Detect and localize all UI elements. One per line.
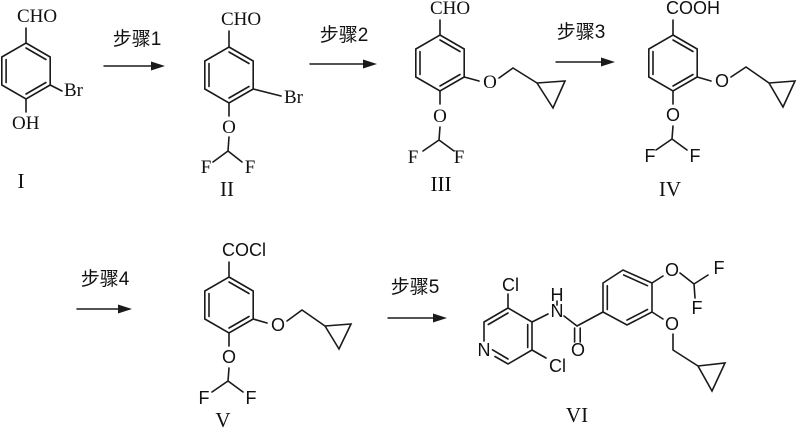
atom-label-f2: F [454,147,465,168]
atom-label-o: O [433,106,447,127]
carbonyl-double-bond [573,327,581,343]
atom-label-o: O [222,347,236,367]
atom-label-o-ether: O [665,314,679,334]
atom-label-o-ether: O [715,71,729,91]
compound-numeral-V: V [215,408,230,431]
atom-label-oh: OH [12,113,40,134]
step-3-label: 步骤3 [557,21,606,43]
benzene-ring [648,34,698,92]
atom-label-o-chf2: O [665,260,679,280]
atom-label-cho: CHO [221,9,261,30]
atom-label-f1: F [645,146,656,166]
atom-label-f1: F [199,388,210,408]
atom-label-cocl: COCl [222,240,266,260]
atom-label-f2: F [246,388,257,408]
benzene-ring [1,42,51,100]
compound-numeral-IV: IV [659,177,681,201]
benzene-double-bonds [606,274,649,321]
atom-label-f2: F [245,157,256,178]
atom-label-n-ring: N [478,340,491,360]
pyridine-ring [483,307,533,365]
ring-double-bonds [419,39,461,87]
substituent-bonds [655,19,770,151]
substituent-bonds [212,30,282,163]
compound-I: CHO Br OH I [1,6,84,193]
atom-label-o-ether: O [483,72,497,93]
arrowhead-icon [151,61,165,71]
benzene-ring [415,34,465,92]
compound-II: CHO Br O F F II [201,9,304,201]
cyclopropyl-ring [696,362,727,393]
compound-III: CHO O O F F III [408,0,567,196]
substituent-bonds [422,19,538,152]
compound-numeral-III: III [431,172,452,196]
benzene-ring [204,276,254,334]
arrowhead-icon [601,57,615,67]
arrowhead-icon [433,313,447,323]
atom-label-f1: F [201,157,212,178]
reaction-step-5: 步骤5 [387,276,447,323]
reaction-step-4: 步骤4 [76,268,132,314]
atom-label-h: H [551,285,564,305]
atom-label-o: O [222,117,236,138]
ring-double-bonds [5,47,47,95]
atom-label-o-carbonyl: O [571,340,585,360]
atom-label-cho: CHO [430,0,470,19]
substituent-bonds [211,261,326,393]
atom-label-cl-top: Cl [502,275,519,295]
compound-numeral-I: I [18,169,25,193]
atom-label-cooh: COOH [666,0,720,18]
arrowhead-icon [363,59,377,69]
atom-label-f-bottom: F [692,298,703,318]
amide-bonds [507,293,604,359]
atom-label-f1: F [408,147,419,168]
cyclopropyl-ring [767,80,797,109]
atom-label-cl-bottom: Cl [549,356,566,376]
compound-V: COCl O O F F V [199,240,353,431]
step-5-label: 步骤5 [391,276,440,298]
atom-label-f2: F [690,146,701,166]
substituent-bonds [25,27,63,113]
step-2-label: 步骤2 [320,24,369,46]
ring-double-bonds [652,39,694,87]
benzene-ring [204,46,254,104]
compound-numeral-VI: VI [566,403,588,427]
reaction-step-3: 步骤3 [555,21,615,67]
benzene-ring [602,269,653,326]
ring-double-bonds [208,281,250,329]
cyclopropyl-ring [323,323,353,351]
atom-label-br: Br [64,80,84,101]
compound-numeral-II: II [220,177,234,201]
atom-label-br: Br [284,87,304,108]
reaction-step-2: 步骤2 [309,24,377,69]
ether-bonds [651,272,709,367]
atom-label-o: O [666,105,680,125]
atom-label-n-amide: N [551,301,564,321]
cyclopropyl-ring [535,80,567,110]
arrowhead-icon [118,304,132,314]
ring-double-bonds [208,51,250,99]
atom-label-o-ether: O [271,315,285,335]
compound-VI: Cl H N N Cl O O F F O VI [478,258,727,427]
compound-IV: COOH O O F F IV [645,0,797,201]
step-4-label: 步骤4 [81,268,130,290]
atom-label-cho: CHO [17,6,57,27]
pyridine-double-bonds [487,312,529,360]
step-1-label: 步骤1 [113,28,162,50]
reaction-step-1: 步骤1 [103,28,165,71]
atom-label-f-top: F [714,258,725,278]
